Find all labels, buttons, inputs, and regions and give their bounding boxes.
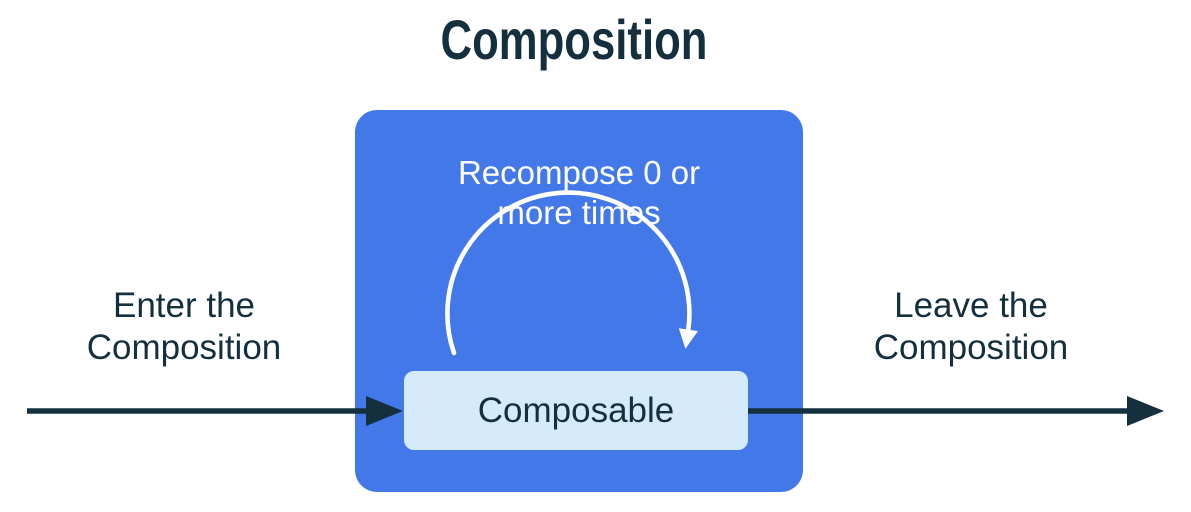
enter-arrow-icon — [27, 396, 403, 426]
recompose-label-line1: Recompose 0 or — [457, 154, 701, 191]
leave-label-line1: Leave the — [894, 286, 1048, 325]
leave-label: Leave the Composition — [821, 285, 1121, 369]
leave-label-line2: Composition — [873, 328, 1069, 367]
enter-label-line2: Composition — [86, 328, 282, 367]
recompose-loop-arrow-icon — [445, 190, 698, 356]
composable-label: Composable — [477, 390, 675, 430]
enter-label: Enter the Composition — [34, 285, 334, 369]
recompose-label: Recompose 0 or more times — [355, 153, 803, 233]
recompose-label-line2: more times — [497, 194, 661, 231]
diagram-title: Composition — [440, 8, 708, 71]
enter-label-line1: Enter the — [112, 286, 256, 325]
leave-arrow-icon — [748, 396, 1164, 426]
composable-node: Composable — [404, 371, 748, 450]
